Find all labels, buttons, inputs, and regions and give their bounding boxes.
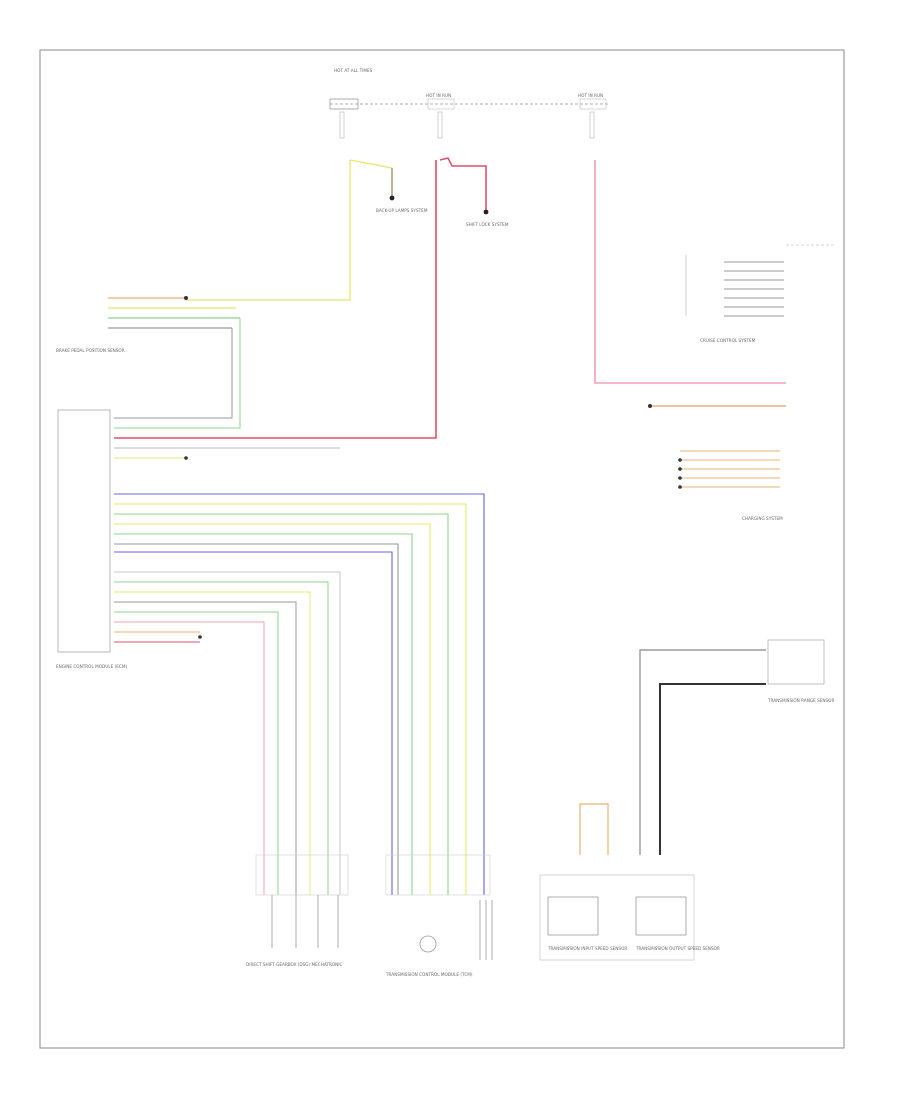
bottom-label-tcm: TRANSMISSION CONTROL MODULE (TCM) xyxy=(385,972,473,977)
wire-group-orange-charging: CHARGING SYSTEM xyxy=(678,450,783,521)
module-label-brake: BRAKE PEDAL POSITION SENSOR xyxy=(56,348,125,353)
ground-label-shiftlock: SHIFT LOCK SYSTEM xyxy=(466,222,509,227)
power-distribution: HOT AT ALL TIMES HOT IN RUN HOT IN RUN xyxy=(329,68,610,139)
wire-group-yellow-top: BACK-UP LAMPS SYSTEM xyxy=(186,159,428,301)
top-label-3: HOT IN RUN xyxy=(578,93,603,98)
module-label-cruise: CRUISE CONTROL SYSTEM xyxy=(700,338,756,343)
bottom-connectors: DIRECT SHIFT GEARBOX (DSG) MECHATRONIC T… xyxy=(246,854,493,977)
bottom-label-mechatronic: DIRECT SHIFT GEARBOX (DSG) MECHATRONIC xyxy=(246,962,343,967)
ecm-harness-lower xyxy=(114,571,341,895)
component-label-output: TRANSMISSION OUTPUT SPEED SENSOR xyxy=(635,946,720,951)
wire-group-orange-right xyxy=(648,404,786,408)
top-label-2: HOT IN RUN xyxy=(426,93,451,98)
ecm-module: ENGINE CONTROL MODULE (ECM) xyxy=(56,409,127,669)
top-label-1: HOT AT ALL TIMES xyxy=(334,68,373,73)
diagram-frame xyxy=(39,49,845,1049)
ecm-wires-upper xyxy=(114,447,340,460)
component-label-input: TRANSMISSION INPUT SPEED SENSOR xyxy=(547,946,627,951)
ground-label-backup: BACK-UP LAMPS SYSTEM xyxy=(376,208,428,213)
ecm-harness-bundle xyxy=(114,493,485,895)
transmission-sensors: TRANSMISSION RANGE SENSOR TRANSMISSION I… xyxy=(539,639,834,961)
wire-group-pink-right xyxy=(594,160,786,384)
brake-sensor-wires: BRAKE PEDAL POSITION SENSOR xyxy=(56,296,241,429)
module-label-ecm: ENGINE CONTROL MODULE (ECM) xyxy=(56,664,127,669)
ground-label-charging: CHARGING SYSTEM xyxy=(742,516,783,521)
wire-group-red-run: SHIFT LOCK SYSTEM xyxy=(114,157,509,439)
component-label-range: TRANSMISSION RANGE SENSOR xyxy=(767,698,834,703)
cruise-control-block: CRUISE CONTROL SYSTEM xyxy=(685,244,836,343)
